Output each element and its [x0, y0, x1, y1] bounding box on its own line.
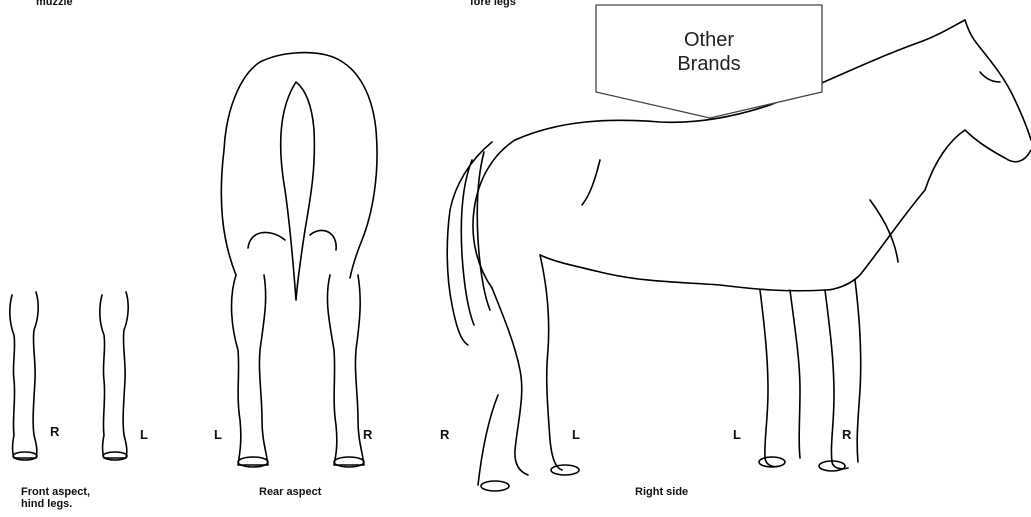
- callout-line-2: Brands: [596, 52, 822, 76]
- front-aspect-legs: [10, 292, 128, 460]
- marker-side-r2: R: [842, 427, 851, 442]
- marker-side-r1: R: [440, 427, 449, 442]
- right-side-caption: Right side: [635, 486, 688, 498]
- fore-legs-caption: fore legs: [470, 0, 516, 8]
- muzzle-caption: muzzle: [36, 0, 73, 8]
- callout-line-1: Other: [596, 28, 822, 52]
- callout-label: Other Brands: [596, 28, 822, 76]
- marker-front-right: R: [50, 424, 59, 439]
- marker-rear-left: L: [214, 427, 222, 442]
- rear-aspect-caption: Rear aspect: [259, 486, 321, 498]
- front-aspect-caption: Front aspect,: [21, 486, 90, 498]
- rear-aspect-horse: [221, 53, 377, 467]
- marker-side-l2: L: [733, 427, 741, 442]
- marker-rear-right: R: [363, 427, 372, 442]
- marker-front-left: L: [140, 427, 148, 442]
- front-aspect-caption-2: hind legs.: [21, 498, 72, 510]
- marker-side-l1: L: [572, 427, 580, 442]
